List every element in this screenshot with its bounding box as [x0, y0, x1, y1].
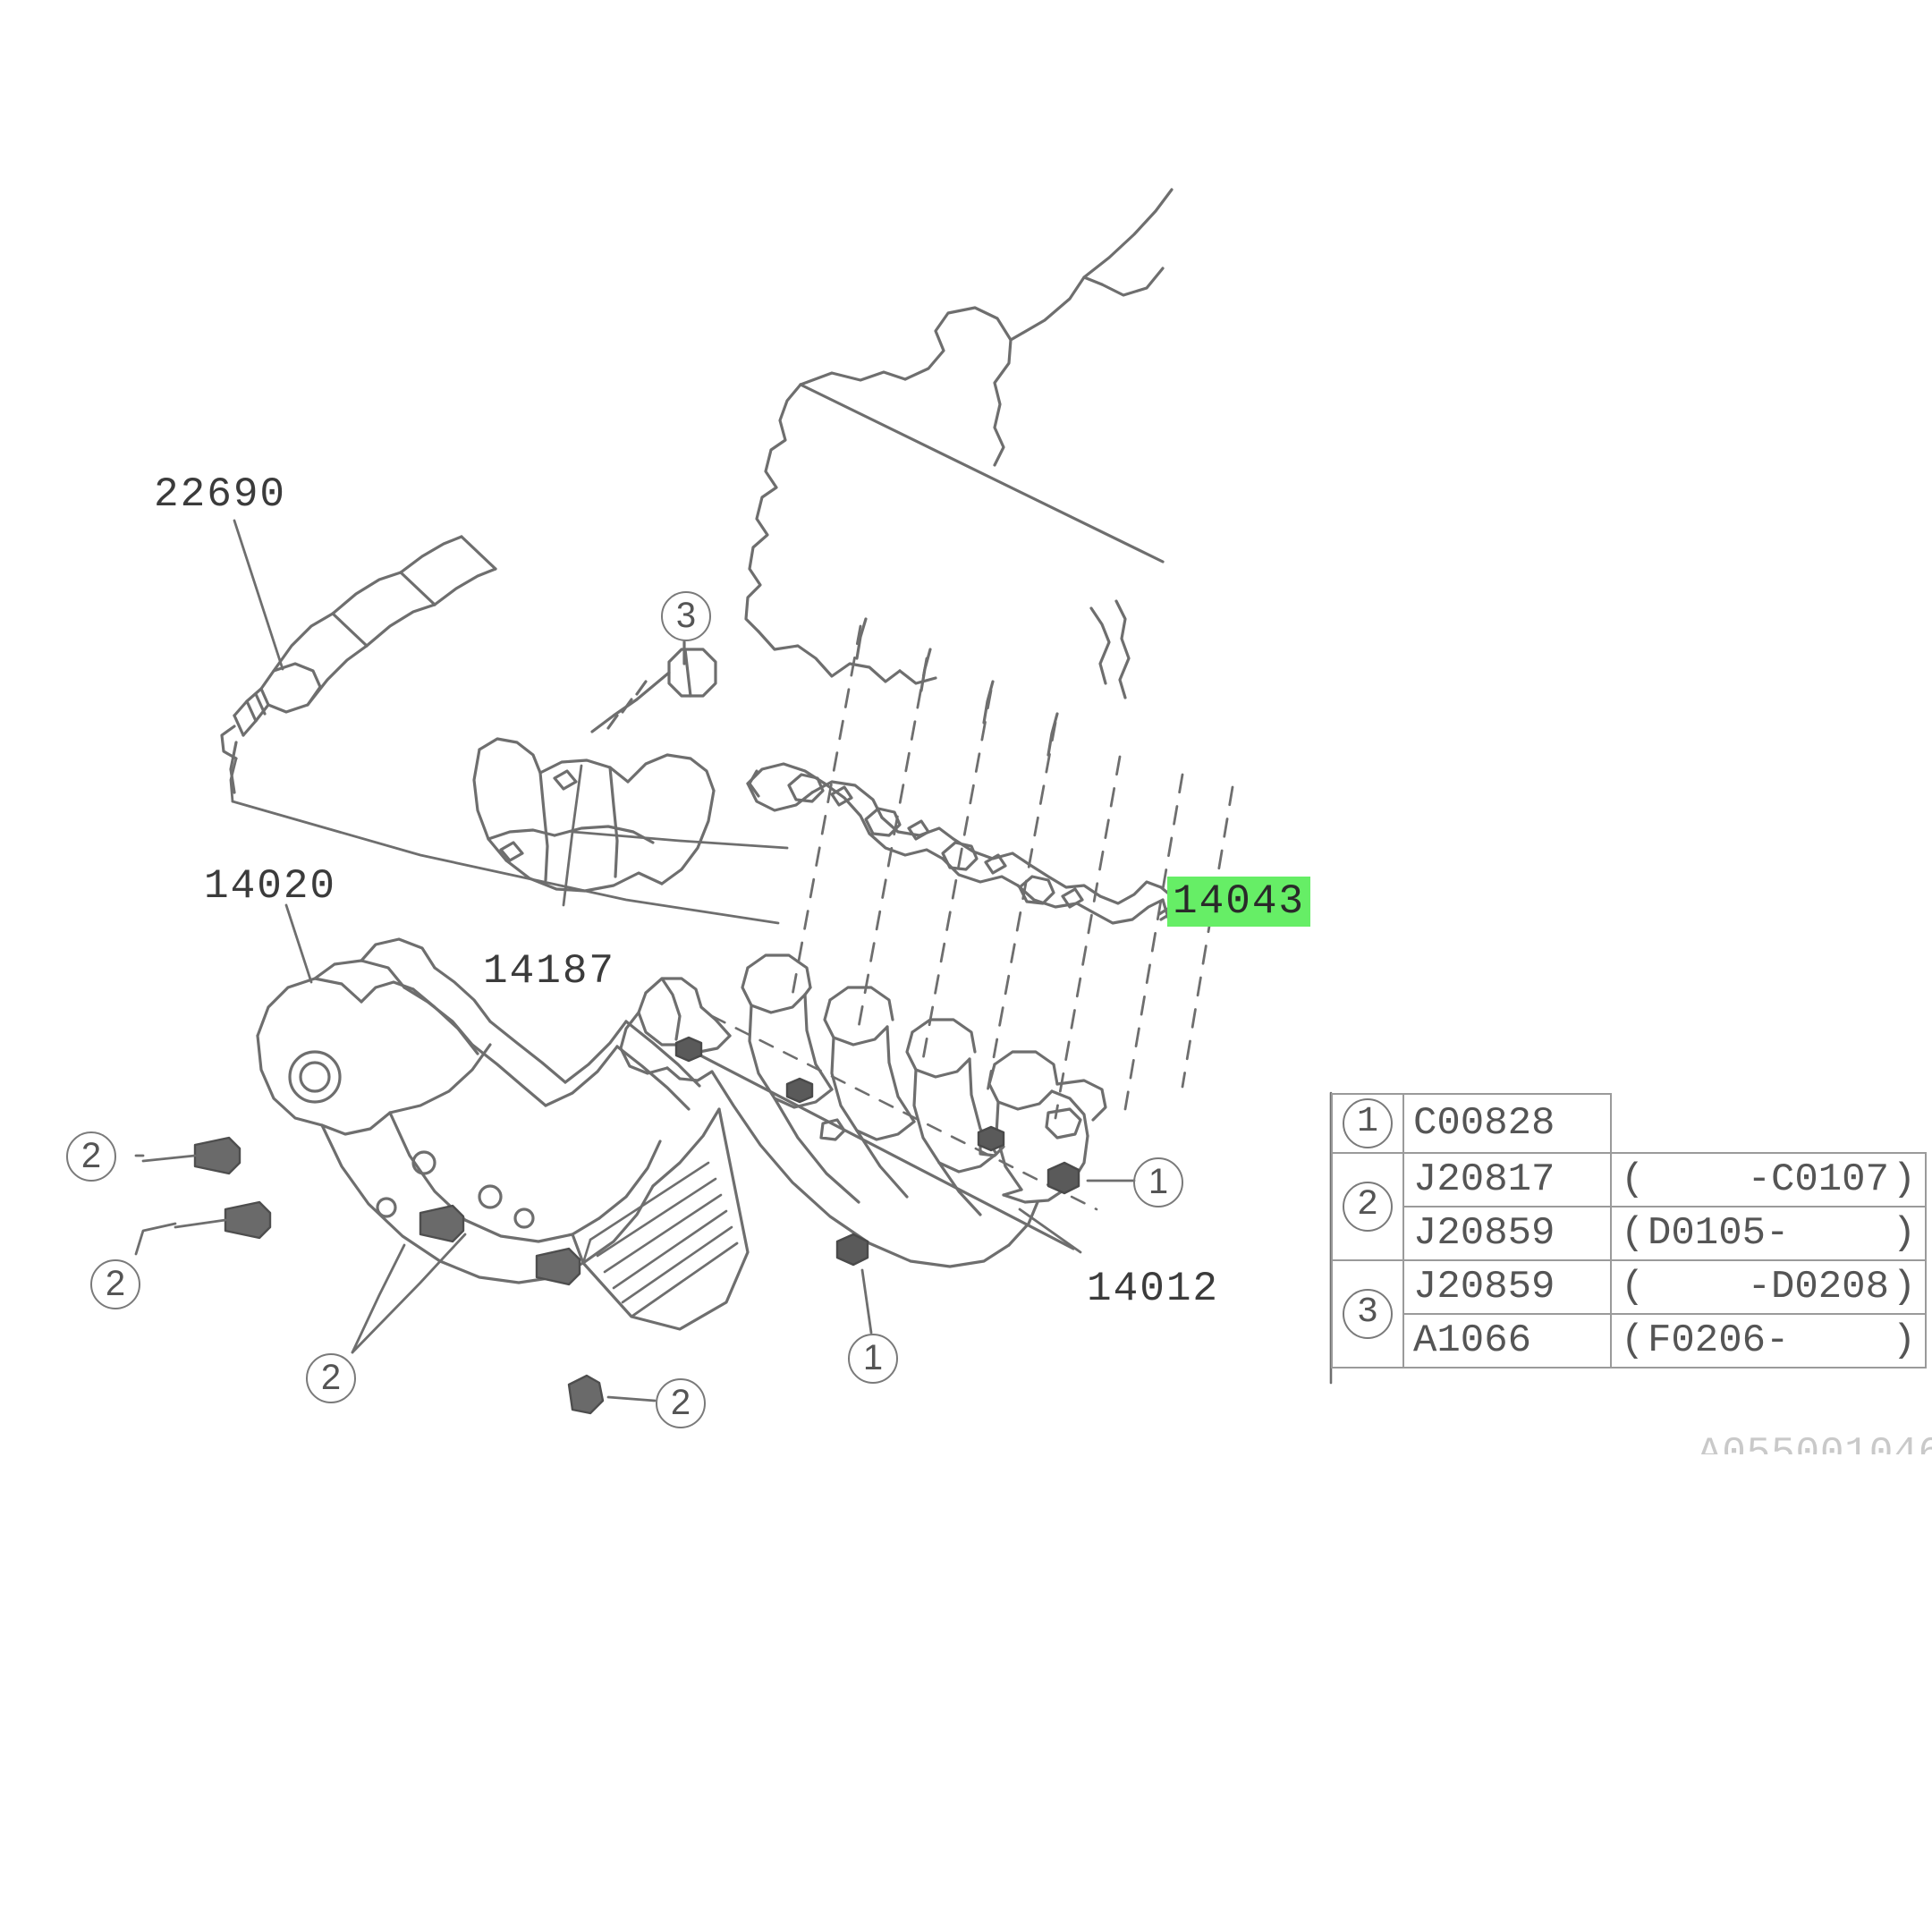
manifold-bolts	[674, 1036, 1080, 1267]
range-close-paren: )	[1892, 1265, 1916, 1309]
table-part-cell: J20859	[1402, 1206, 1612, 1261]
table-part-cell: A1066	[1402, 1313, 1612, 1368]
head-port-stems	[855, 617, 1059, 757]
table-part-cell: J20859	[1402, 1259, 1612, 1315]
fuel-rail-bracket	[746, 762, 1179, 925]
range-value: D0105-	[1648, 1211, 1790, 1256]
sensor-lower-lead	[229, 741, 238, 794]
callout-2-bottom: 2	[656, 1378, 706, 1428]
table-part-cell: C00828	[1402, 1093, 1612, 1154]
table-row: A1066 ( F0206- )	[1332, 1313, 1927, 1368]
range-open-paren: (	[1621, 1211, 1645, 1256]
table-part-cell: J20817	[1402, 1152, 1612, 1208]
part-label-22690: 22690	[154, 471, 287, 518]
assembly-dashed-lines	[791, 624, 1234, 1120]
callout-marker: 2	[656, 1378, 706, 1428]
part-label-14043-highlighted: 14043	[1167, 877, 1311, 927]
leader-lines	[134, 519, 1136, 1402]
range-open-paren: (	[1621, 1157, 1645, 1202]
table-range-cell-empty	[1611, 1094, 1926, 1153]
heat-cover-bolts	[193, 1136, 605, 1415]
callout-marker: 1	[1133, 1157, 1183, 1208]
range-value: -C0107	[1747, 1157, 1889, 1202]
table-row: 1 C00828	[1331, 1093, 1926, 1154]
callout-marker: 1	[848, 1334, 898, 1384]
range-open-paren: (	[1621, 1318, 1645, 1363]
part-label-14187: 14187	[483, 948, 616, 995]
table-key-cell: 2	[1331, 1152, 1404, 1261]
callout-marker: 3	[661, 591, 711, 641]
callout-marker: 2	[1343, 1182, 1393, 1232]
part-label-14012: 14012	[1087, 1266, 1220, 1312]
reference-table: 1 C00828 2 J20817 ( -C0107 ) J20859	[1331, 1093, 1927, 1368]
range-open-paren: (	[1621, 1265, 1645, 1309]
table-row: 2 J20817 ( -C0107 )	[1331, 1152, 1927, 1261]
table-range-cell: ( F0206- )	[1610, 1313, 1927, 1368]
callout-marker: 2	[306, 1353, 356, 1403]
range-value: F0206-	[1648, 1318, 1790, 1363]
callout-marker: 1	[1343, 1098, 1393, 1148]
table-row: J20859 ( D0105- )	[1332, 1206, 1927, 1261]
callout-marker: 3	[1343, 1289, 1393, 1339]
table-key-cell: 1	[1331, 1093, 1404, 1154]
cylinder-head-cover-outline	[744, 188, 1174, 699]
callout-2-middle: 2	[90, 1259, 140, 1309]
callout-3-bolt	[590, 648, 717, 733]
callout-1-bottom: 1	[848, 1334, 898, 1384]
range-close-paren: )	[1892, 1318, 1916, 1363]
table-range-cell: ( D0105- )	[1610, 1206, 1927, 1261]
callout-3-top: 3	[661, 591, 711, 641]
callout-marker: 2	[90, 1259, 140, 1309]
callout-1-right: 1	[1133, 1157, 1183, 1208]
table-row: 3 J20859 ( -D0208 )	[1331, 1259, 1927, 1368]
oxygen-sensor	[220, 535, 497, 760]
range-value: -D0208	[1747, 1265, 1889, 1309]
bracket-shield-14187	[472, 737, 716, 893]
heat-cover-bolt-shanks	[141, 1154, 227, 1229]
part-label-14020: 14020	[204, 863, 337, 910]
range-close-paren: )	[1892, 1211, 1916, 1256]
drawing-number-watermark: A055001046	[1698, 1431, 1932, 1454]
range-close-paren: )	[1892, 1157, 1916, 1202]
callout-2-group: 2	[306, 1353, 356, 1403]
table-range-cell: ( -D0208 )	[1610, 1259, 1927, 1315]
table-range-cell: ( -C0107 )	[1610, 1152, 1927, 1208]
callout-2-upper: 2	[66, 1131, 116, 1182]
callout-marker: 2	[66, 1131, 116, 1182]
table-key-cell: 3	[1331, 1259, 1404, 1368]
